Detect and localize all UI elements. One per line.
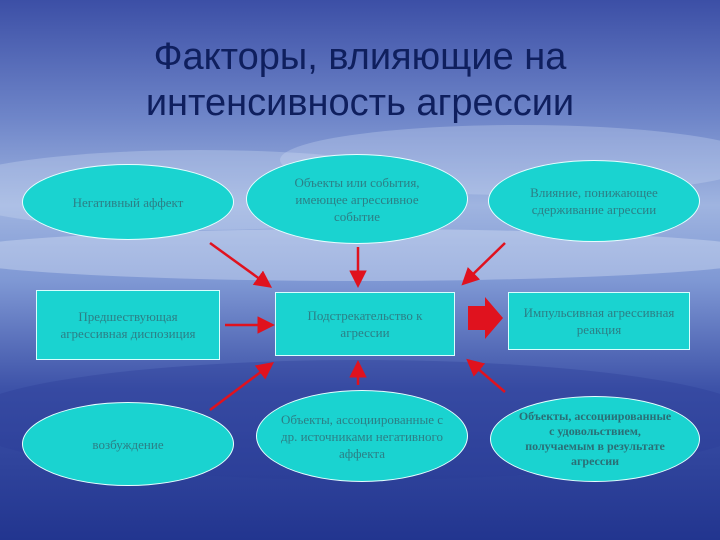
main-arrow-to-reaction [468,297,503,339]
title-line-2: интенсивность агрессии [145,82,575,124]
arrow-negative-affect [209,241,273,288]
node-arousal: возбуждение [22,402,234,486]
title-line-1: Факторы, влияющие на [153,36,567,78]
node-objects-events: Объекты или события, имеющее агрессивное… [246,154,468,244]
arrow-inhibiting [461,242,506,286]
node-predisposition: Предшествующая агрессивная диспозиция [36,290,220,360]
node-instigation: Подстрекательство к агрессии [275,292,455,356]
arrow-arousal [209,362,274,411]
node-impulsive-reaction: Импульсивная агрессивная реакция [508,292,690,350]
node-associated-objects: Объекты, ассоциированные с др. источника… [256,390,468,482]
node-satisfaction-objects: Объекты, ассоциированные с удовольствием… [490,396,700,482]
slide-title: Факторы, влияющие на интенсивность агрес… [60,34,660,126]
node-negative-affect: Негативный аффект [22,164,234,240]
node-inhibiting-influence: Влияние, понижающее сдерживание агрессии [488,160,700,242]
arrow-satisfaction [466,358,506,393]
